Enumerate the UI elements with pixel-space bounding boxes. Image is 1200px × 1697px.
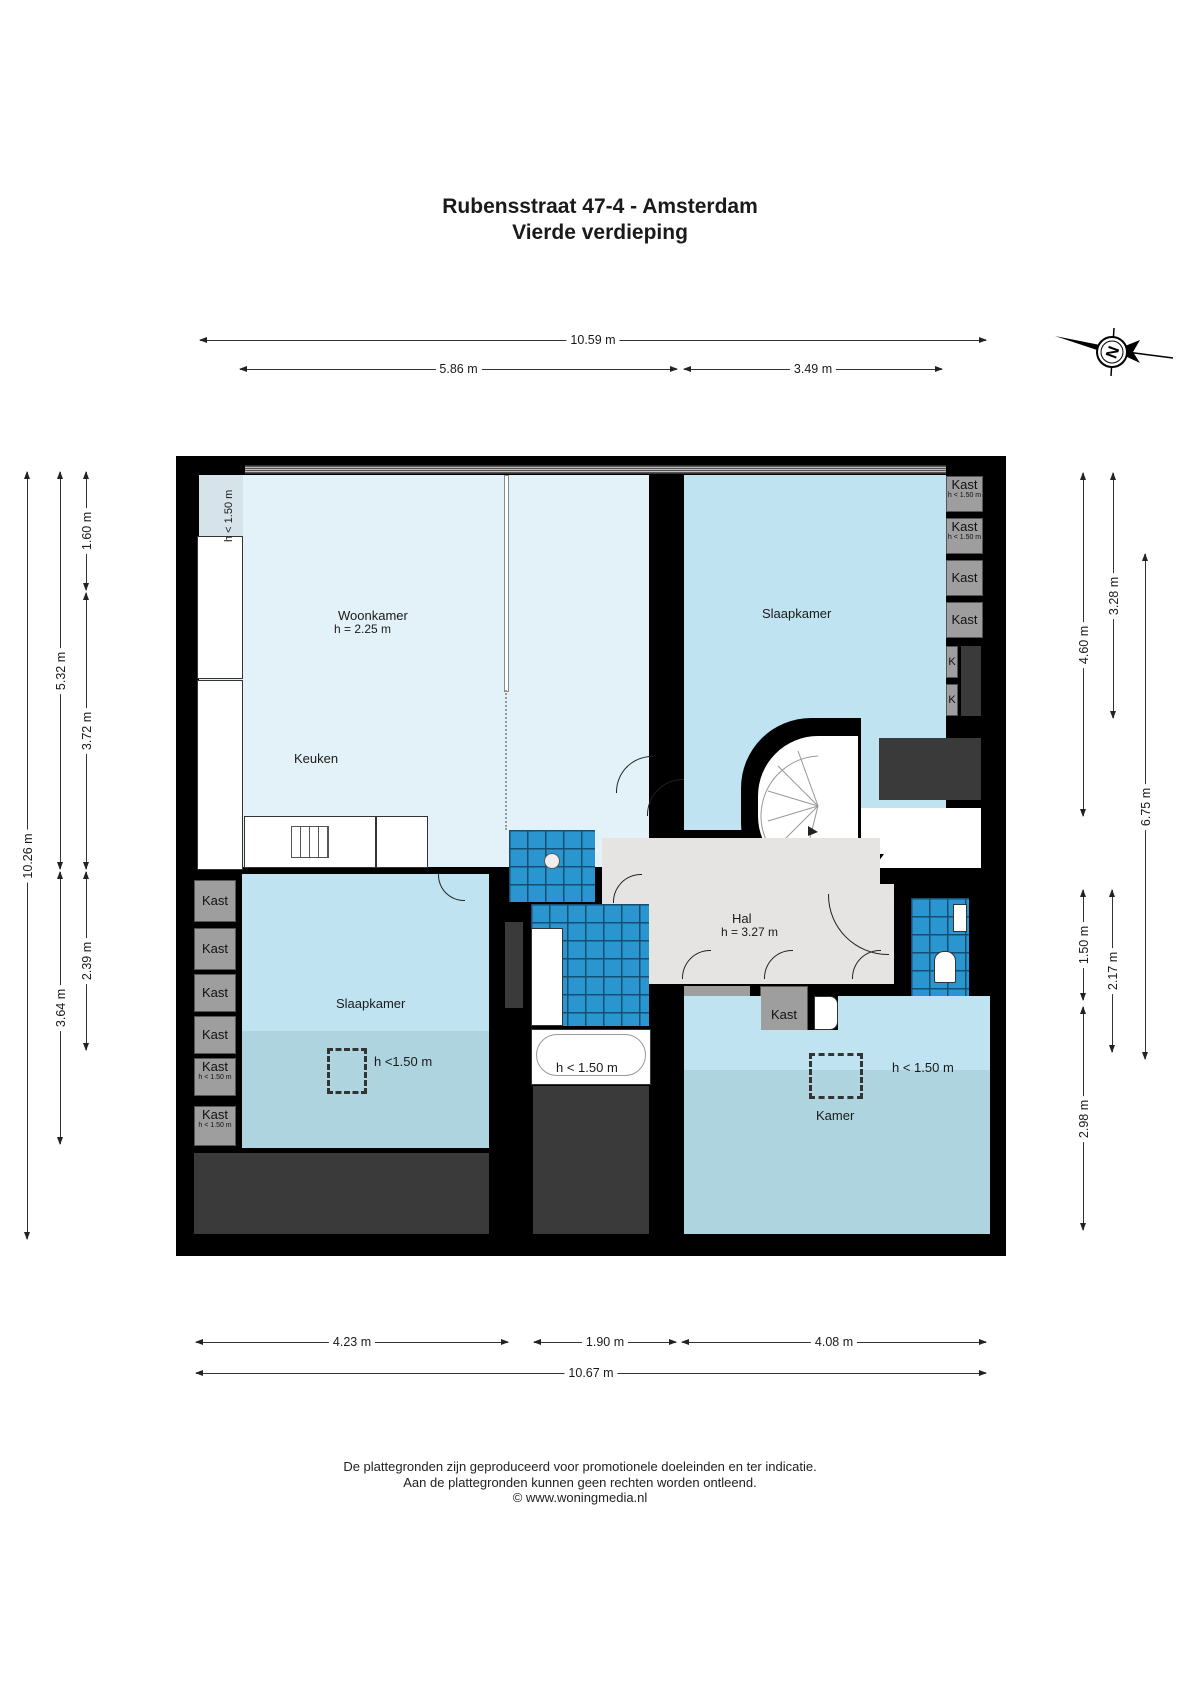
bath-height-note: h < 1.50 m xyxy=(556,1060,618,1075)
storage-south-middle xyxy=(533,1086,649,1234)
shower-drain-icon xyxy=(544,853,560,869)
dimension-bottom-total: 10.67 m xyxy=(195,1365,987,1381)
storage-ne xyxy=(961,646,981,716)
boiler-icon xyxy=(814,996,838,1030)
divider-dotted xyxy=(505,690,507,830)
dimension-top-left: 5.86 m xyxy=(239,361,678,377)
woonkamer-height: h = 2.25 m xyxy=(334,622,392,636)
dimension-top-right: 3.49 m xyxy=(683,361,943,377)
slaapkamer-sw-height-note: h <1.50 m xyxy=(374,1054,433,1069)
dimension-right-c: 6.75 m xyxy=(1137,553,1154,1060)
plan-title: Rubensstraat 47-4 - Amsterdam xyxy=(442,195,758,218)
bathtub-icon xyxy=(536,1034,646,1076)
room-divider xyxy=(504,475,509,692)
dimension-left-b: 3.72 m xyxy=(78,592,95,870)
closet-sw-2: Kast xyxy=(194,928,236,970)
floor-subtitle: Vierde verdieping xyxy=(512,221,688,244)
dimension-right-b: 3.28 m xyxy=(1105,472,1122,719)
closet-ne-4: Kast xyxy=(946,602,983,638)
dimension-top-total: 10.59 m xyxy=(199,332,987,348)
woonkamer-low-note: h < 1.50 m xyxy=(223,489,235,542)
dimension-left-c: 2.39 m xyxy=(78,871,95,1051)
dimension-right-d: 1.50 m xyxy=(1075,889,1092,1001)
room-kamer-upper xyxy=(684,996,761,1036)
closet-sw-3: Kast xyxy=(194,974,236,1012)
dimension-right-f: 2.98 m xyxy=(1075,1006,1092,1231)
vanity xyxy=(531,928,563,1026)
storage-stair-ne xyxy=(879,738,981,800)
svg-text:N: N xyxy=(1103,344,1123,361)
closet-sw-4: Kast xyxy=(194,1016,236,1054)
window-top-left xyxy=(245,465,852,474)
hal-label: Hal xyxy=(732,911,752,926)
dimension-right-e: 2.17 m xyxy=(1104,889,1121,1053)
disclaimer-line-1: De plattegronden zijn geproduceerd voor … xyxy=(343,1459,817,1474)
dimension-bottom-middle: 1.90 m xyxy=(533,1334,677,1350)
skylight-sw xyxy=(327,1048,367,1094)
north-arrow-icon: N xyxy=(1055,318,1190,378)
kamer-height-note: h < 1.50 m xyxy=(892,1060,954,1075)
shaft-bathroom xyxy=(505,922,523,1008)
toilet-sink-icon xyxy=(953,904,967,932)
copyright-link[interactable]: © www.woningmedia.nl xyxy=(512,1490,648,1505)
dimension-left-upper: 5.32 m xyxy=(52,471,69,870)
slaapkamer-sw-label: Slaapkamer xyxy=(336,996,406,1011)
room-kamer-upper-right xyxy=(838,996,990,1036)
woonkamer-label: Woonkamer xyxy=(338,608,408,623)
dimension-bottom-left: 4.23 m xyxy=(195,1334,509,1350)
disclaimer-line-2: Aan de plattegronden kunnen geen rechten… xyxy=(403,1474,757,1490)
disclaimer: De plattegronden zijn geproduceerd voor … xyxy=(0,1459,1160,1506)
dimension-bottom-right: 4.08 m xyxy=(681,1334,987,1350)
room-kamer xyxy=(684,1030,990,1070)
dimension-left-lower: 3.64 m xyxy=(52,871,69,1145)
keuken-label: Keuken xyxy=(294,751,339,766)
room-woonkamer xyxy=(199,475,649,867)
closet-ne-6: K xyxy=(946,684,958,716)
skylight-kamer xyxy=(809,1053,863,1099)
hal-height: h = 3.27 m xyxy=(721,925,779,939)
low-ceiling-zone xyxy=(199,475,243,536)
dimension-right-a: 4.60 m xyxy=(1075,472,1092,817)
stove-icon xyxy=(291,826,329,858)
closet-ne-5: K xyxy=(946,646,958,678)
counter-upper xyxy=(197,536,243,679)
counter-lower xyxy=(197,680,243,870)
slaapkamer-ne-label: Slaapkamer xyxy=(762,606,832,621)
toilet-icon xyxy=(934,951,956,983)
window-top-ne xyxy=(684,465,946,474)
kamer-label: Kamer xyxy=(816,1108,855,1123)
dimension-left-total: 10.26 m xyxy=(19,471,36,1240)
dimension-left-a: 1.60 m xyxy=(78,471,95,591)
closet-sw-1: Kast xyxy=(194,880,236,922)
closet-ne-3: Kast xyxy=(946,560,983,596)
room-slaapkamer-sw xyxy=(242,874,489,1031)
storage-south-west xyxy=(194,1153,489,1234)
kitchen-counter-end xyxy=(376,816,428,868)
